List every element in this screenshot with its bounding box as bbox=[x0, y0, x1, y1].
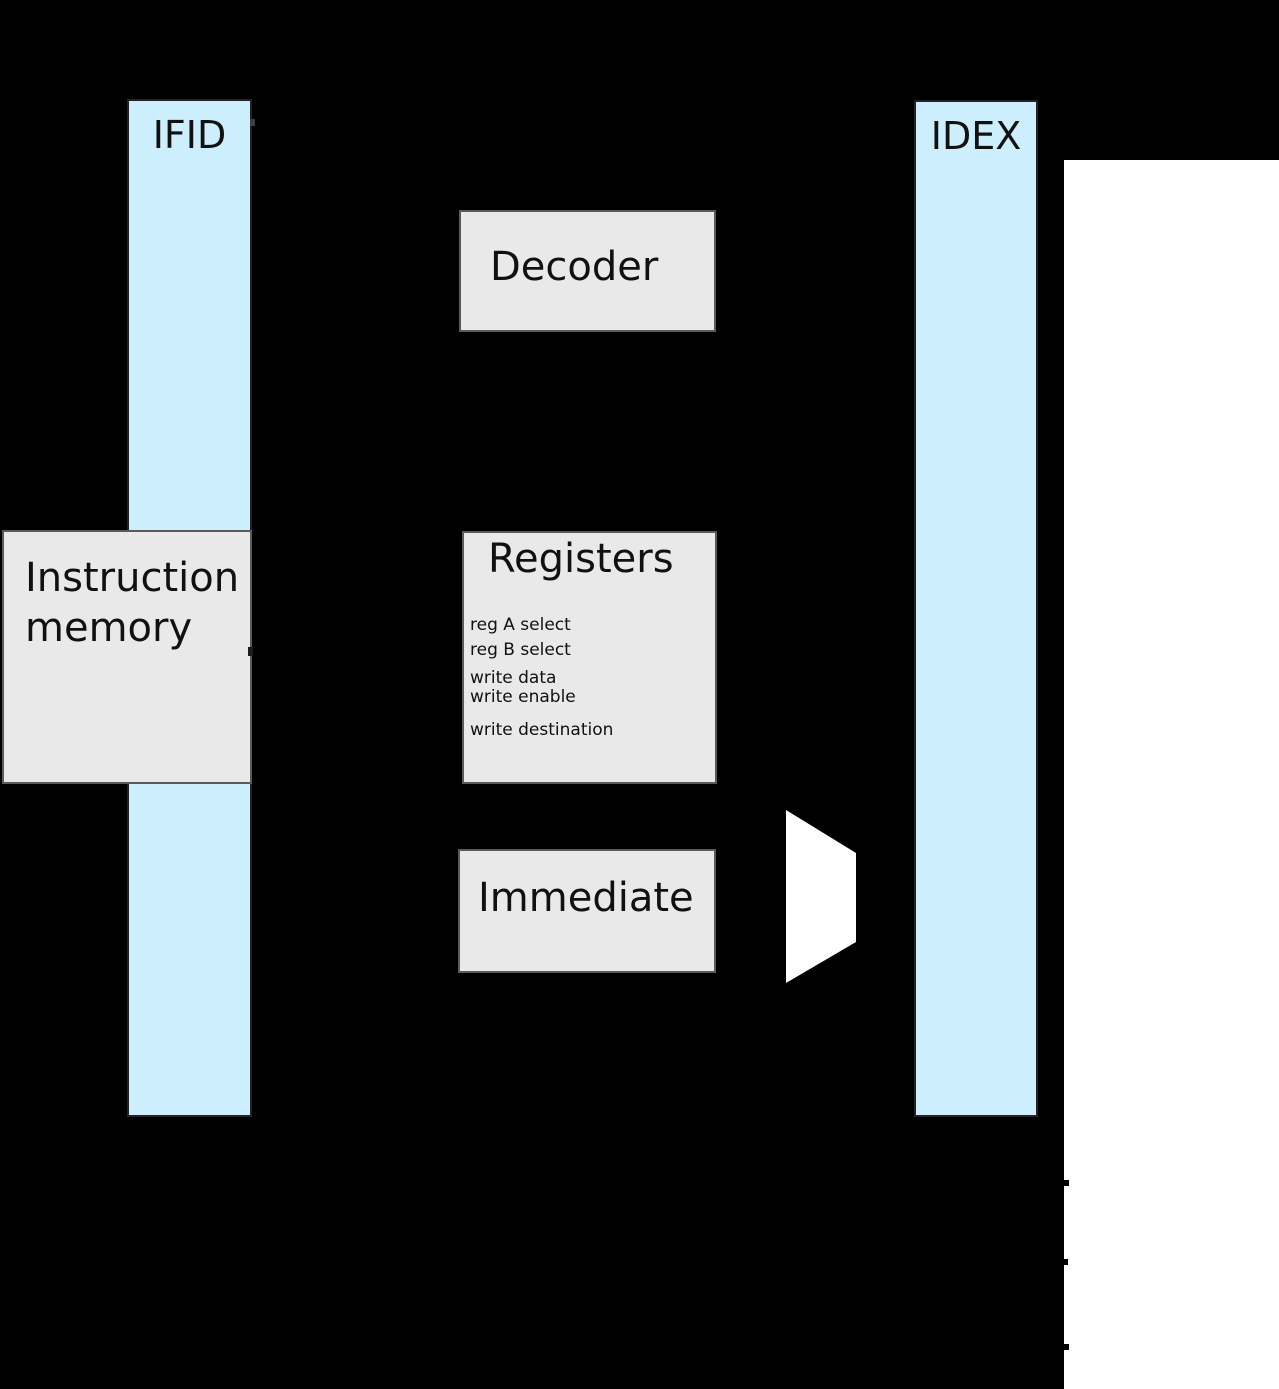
decoder-block: Decoder bbox=[459, 210, 716, 332]
pipeline-register-idex: IDEX bbox=[914, 100, 1038, 1117]
decoder-label: Decoder bbox=[490, 244, 659, 290]
registers-port-write-destination: write destination bbox=[470, 720, 614, 740]
registers-block: Registers reg A select reg B select writ… bbox=[462, 531, 717, 784]
instruction-memory-block: Instruction memory bbox=[2, 530, 252, 784]
wire-arrow-tick-2 bbox=[1064, 1259, 1068, 1265]
registers-port-reg-a-select: reg A select bbox=[470, 615, 571, 635]
immediate-label: Immediate bbox=[478, 875, 694, 921]
registers-label: Registers bbox=[488, 536, 674, 582]
mux-shape bbox=[786, 810, 856, 983]
wire-stub-ifid bbox=[250, 119, 255, 126]
wire-stub-instruction-memory bbox=[248, 647, 253, 656]
wire-arrow-tick-3 bbox=[1064, 1344, 1069, 1350]
right-white-panel bbox=[1064, 160, 1279, 1389]
registers-port-write-enable: write enable bbox=[470, 687, 576, 707]
registers-port-write-data: write data bbox=[470, 668, 557, 688]
idex-label: IDEX bbox=[930, 114, 1022, 158]
immediate-block: Immediate bbox=[458, 849, 716, 973]
instruction-memory-label: Instruction memory bbox=[25, 555, 240, 651]
wire-arrow-tick-1 bbox=[1064, 1180, 1069, 1186]
mux-trapezoid bbox=[786, 810, 856, 983]
registers-port-reg-b-select: reg B select bbox=[470, 640, 571, 660]
ifid-label: IFID bbox=[152, 113, 227, 157]
